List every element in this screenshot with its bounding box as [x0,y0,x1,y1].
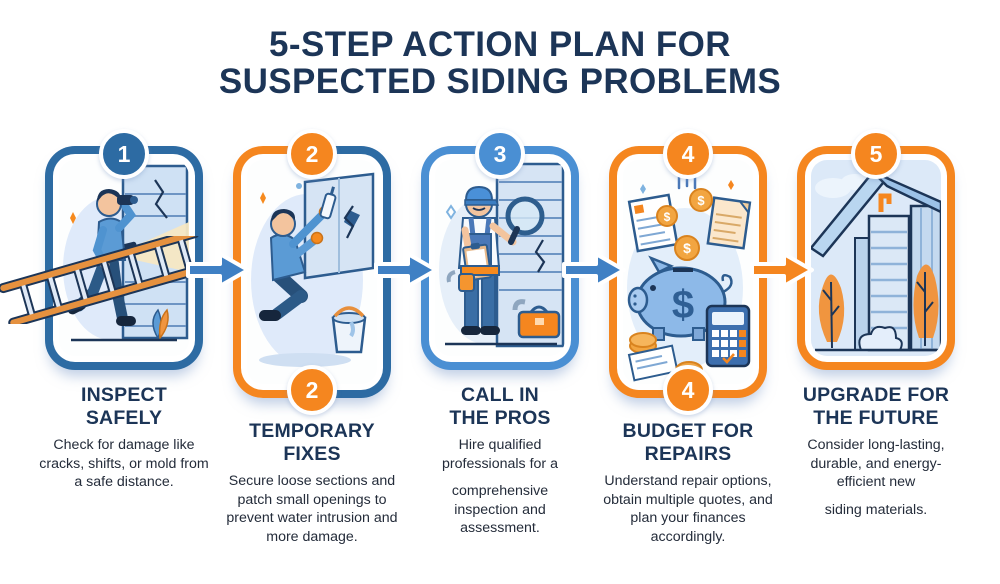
step-4-description: Understand repair options, obtain multip… [603,473,773,545]
arrow-step2-to-step3-icon [374,250,438,290]
page-title: 5-STEP ACTION PLAN FOR SUSPECTED SIDING … [0,26,1000,100]
step-2-bottom-badge: 2 [287,365,337,416]
step-5-illustration [811,160,941,357]
step-5-card: 5 [797,129,955,371]
step-4-card: 4 [609,129,767,416]
steps-row: 1 [0,129,955,546]
step-4: 4 [603,129,773,546]
step-5-number: 5 [869,140,883,167]
arrow-step4-to-step5-icon [750,250,814,290]
step-3-heading: CALL IN THE PROS [449,384,551,429]
infographic-header: 5-STEP ACTION PLAN FOR SUSPECTED SIDING … [0,26,1000,100]
step-4-number-badge: 4 [663,129,713,180]
step-4-number-bottom: 4 [681,376,695,403]
step-3-illustration [435,160,565,357]
step-3-number-badge: 3 [475,129,525,180]
svg-text:$: $ [664,210,671,224]
step-4-card-inner: $ $ $ [617,154,759,391]
step-2-card: 2 [233,129,391,416]
step-1-heading: INSPECT SAFELY [81,384,167,429]
step-1: 1 [0,129,210,492]
temporary-fixes-illustration-icon [251,172,375,368]
svg-text:$: $ [697,193,705,208]
step-5-number-badge: 5 [851,129,901,180]
step-3-card: 3 [421,129,579,371]
step-5: 5 [797,129,955,519]
step-1-number: 1 [117,140,131,167]
step-4-heading: BUDGET FOR REPAIRS [622,420,754,465]
step-5-card-inner [805,154,947,363]
inspect-safely-illustration-icon [63,164,189,342]
step-3-description2: comprehensive inspection and assessment. [451,483,549,537]
step-2-description: Secure loose sections and patch small op… [226,473,398,545]
step-2-number-badge: 2 [287,129,337,180]
step-3-number: 3 [493,140,507,167]
step-4-bottom-badge: 4 [663,365,713,416]
arrow-step1-to-step2-icon [186,250,250,290]
arrow-step3-to-step4-icon [562,250,626,290]
step-3-description: Hire qualified professionals for a [442,437,558,472]
svg-text:$: $ [683,240,691,256]
svg-text:$: $ [672,283,694,327]
step-1-illustration [59,160,189,357]
step-5-description: Consider long-lasting, durable, and ener… [807,437,945,491]
step-2-number-bottom: 2 [305,376,319,403]
upgrade-for-the-future-illustration-icon [811,160,941,357]
step-3: 3 [421,129,579,537]
step-2-number: 2 [305,140,319,167]
step-5-heading: UPGRADE FOR THE FUTURE [802,384,950,429]
step-1-card: 1 [0,129,210,371]
page-title-line1: 5-STEP ACTION PLAN FOR [269,25,731,64]
step-4-number: 4 [681,140,695,167]
step-5-description2: siding materials. [824,501,928,518]
step-1-card-inner [53,154,195,363]
step-2-illustration [247,160,377,385]
step-2: 2 [226,129,398,546]
step-3-card-inner [429,154,571,363]
page-title-line2: SUSPECTED SIDING PROBLEMS [218,62,782,102]
step-2-heading: TEMPORARY FIXES [249,420,375,465]
step-4-illustration: $ $ $ [623,160,753,385]
step-1-number-badge: 1 [99,129,149,180]
step-1-description: Check for damage like cracks, shifts, or… [39,437,209,491]
call-in-the-pros-illustration-icon [439,162,565,348]
budget-for-repairs-illustration-icon: $ $ $ [627,164,752,382]
step-2-card-inner [241,154,383,391]
